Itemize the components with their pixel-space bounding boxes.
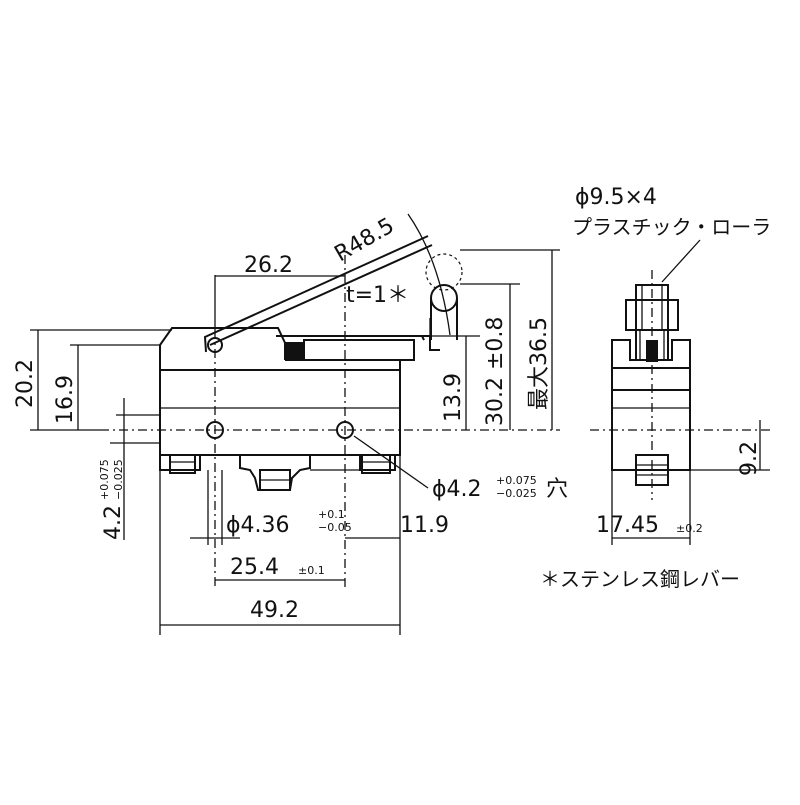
dim-hole-label: ϕ4.2 <box>432 477 482 502</box>
front-view: 26.2 R48.5 t=1＊ 20.2 16.9 4.2 +0.075 −0.… <box>13 213 568 635</box>
dim-lever-pivot: 26.2 <box>244 253 293 278</box>
dim-hole-label-suffix: 穴 <box>546 477 568 502</box>
dim-fp-height-tol: ±0.8 <box>483 317 508 370</box>
dim-height-top: 16.9 <box>53 375 78 424</box>
roller-circle <box>430 284 458 312</box>
dim-lever-radius: R48.5 <box>331 213 399 267</box>
dim-width-total: 49.2 <box>250 598 299 623</box>
dim-hole-to-end: 11.9 <box>400 513 449 538</box>
lever-material-note: ＊ステンレス鋼レバー <box>540 567 740 591</box>
dim-height-body: 20.2 <box>13 359 38 408</box>
side-view: ϕ9.5×4 プラスチック・ローラ 17.45 ±0.2 9.2 <box>572 185 771 545</box>
dim-hole-height: 4.2 <box>101 505 126 540</box>
dim-pitch: 25.4 <box>230 555 279 580</box>
dimension-lines <box>37 250 553 626</box>
dim-mount-hole-tol-minus: −0.05 <box>318 521 352 534</box>
center-lines <box>100 255 560 590</box>
side-dim-hole-height: 9.2 <box>737 441 762 476</box>
dim-hole-label-tol-minus: −0.025 <box>496 487 537 500</box>
roller-lever <box>203 213 463 353</box>
dim-hole-height-tol-plus: +0.075 <box>98 459 111 500</box>
dim-hole-label-tol-plus: +0.075 <box>496 474 537 487</box>
switch-body <box>159 327 415 456</box>
mounting-holes <box>206 337 354 439</box>
side-dim-thickness: 17.45 <box>596 513 659 538</box>
dim-max-height: 最大36.5 <box>527 317 552 410</box>
lever-thickness: t=1＊ <box>346 283 409 308</box>
dim-hole-height-tol-minus: −0.025 <box>112 459 125 500</box>
side-dim-thickness-tol: ±0.2 <box>676 522 703 535</box>
dim-pitch-tol: ±0.1 <box>298 564 325 577</box>
terminals <box>159 454 396 491</box>
dim-op-height: 13.9 <box>441 373 466 422</box>
roller-spec: ϕ9.5×4 <box>575 185 657 210</box>
dim-mount-hole-dia: ϕ4.36 <box>226 513 290 538</box>
roller-material: プラスチック・ローラ <box>572 215 771 239</box>
roller-actuated-outline <box>425 253 463 291</box>
dim-fp-height: 30.2 <box>483 377 508 426</box>
front-view-labels: 26.2 R48.5 t=1＊ 20.2 16.9 4.2 +0.075 −0.… <box>13 213 568 623</box>
dim-mount-hole-tol-plus: +0.1 <box>318 508 345 521</box>
